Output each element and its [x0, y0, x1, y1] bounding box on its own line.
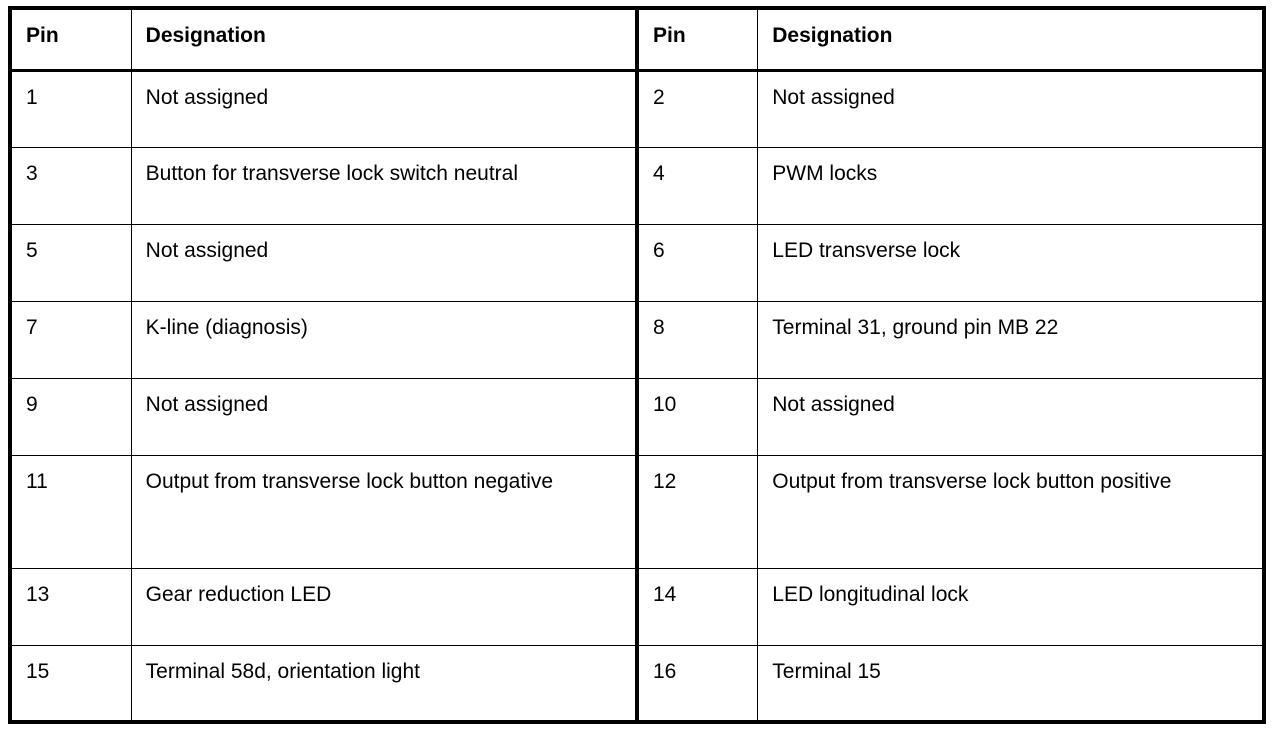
cell-designation: PWM locks	[757, 147, 1264, 225]
cell-pin: 6	[637, 224, 759, 302]
cell-pin: 10	[637, 378, 759, 456]
cell-pin: 2	[637, 70, 759, 148]
cell-pin: 7	[10, 301, 132, 379]
cell-pin: 1	[10, 70, 132, 148]
cell-pin: 8	[637, 301, 759, 379]
cell-designation: Output from transverse lock button negat…	[131, 455, 635, 569]
header-designation: Designation	[131, 8, 635, 72]
table-header-right: Pin Designation	[637, 8, 1264, 72]
cell-designation: Terminal 31, ground pin MB 22	[757, 301, 1264, 379]
cell-designation: LED transverse lock	[757, 224, 1264, 302]
cell-designation: Not assigned	[757, 378, 1264, 456]
cell-designation: Gear reduction LED	[131, 568, 635, 646]
cell-pin: 16	[637, 645, 759, 722]
cell-designation: Output from transverse lock button posit…	[757, 455, 1264, 569]
cell-designation: Not assigned	[131, 378, 635, 456]
cell-designation: Button for transverse lock switch neutra…	[131, 147, 635, 225]
cell-designation: LED longitudinal lock	[757, 568, 1264, 646]
cell-designation: K-line (diagnosis)	[131, 301, 635, 379]
table-row: 16 Terminal 15	[637, 645, 1264, 722]
cell-pin: 4	[637, 147, 759, 225]
header-designation: Designation	[757, 8, 1264, 72]
cell-designation: Not assigned	[131, 70, 635, 148]
cell-designation: Terminal 58d, orientation light	[145, 659, 420, 683]
cell-designation: Not assigned	[131, 224, 635, 302]
table-row: 15 Terminal 58d, orientation light	[10, 645, 635, 722]
cell-pin: 13	[10, 568, 132, 646]
table-header-left: Pin Designation	[10, 8, 635, 72]
header-row: Pin Designation	[10, 8, 635, 72]
cell-pin: 9	[10, 378, 132, 456]
cell-pin: 15	[10, 645, 132, 722]
cell-pin: 11	[10, 455, 132, 569]
header-pin: Pin	[637, 8, 759, 72]
cell-pin: 14	[637, 568, 759, 646]
cell-designation: Terminal 15	[772, 659, 881, 683]
cell-pin: 3	[10, 147, 132, 225]
header-row: Pin Designation	[637, 8, 1264, 72]
header-pin: Pin	[10, 8, 132, 72]
cell-pin: 12	[637, 455, 759, 569]
cell-designation: Not assigned	[757, 70, 1264, 148]
cell-pin: 5	[10, 224, 132, 302]
